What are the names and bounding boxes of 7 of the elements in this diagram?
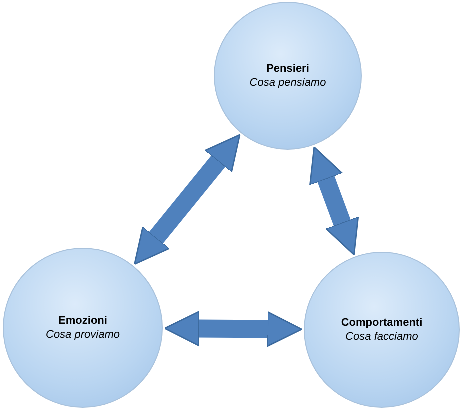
node-subtitle: Cosa facciamo xyxy=(346,330,418,344)
node-title: Comportamenti xyxy=(341,316,423,330)
node-subtitle: Cosa proviamo xyxy=(46,328,120,342)
node-title: Emozioni xyxy=(58,314,108,328)
node-title: Pensieri xyxy=(266,62,310,76)
node-subtitle: Cosa pensiamo xyxy=(250,76,326,90)
double-arrow xyxy=(164,311,303,348)
